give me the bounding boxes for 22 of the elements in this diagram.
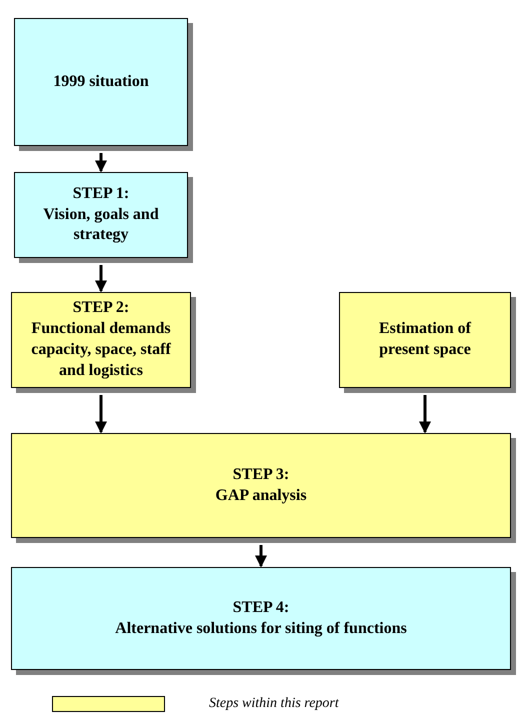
step-box xyxy=(11,433,511,538)
step-text: Estimation of present space xyxy=(378,319,472,360)
step-box xyxy=(11,292,191,388)
step-text: STEP 1: xyxy=(72,184,130,204)
legend-text: Steps within this report xyxy=(209,696,339,712)
arrow xyxy=(95,395,107,434)
step-text: Alternative solutions for siting of functions xyxy=(115,618,407,638)
arrow xyxy=(95,265,107,292)
arrow xyxy=(95,153,107,172)
arrow xyxy=(255,545,267,568)
step-box xyxy=(339,292,511,388)
step-text: 1999 situation xyxy=(53,72,149,92)
step-box xyxy=(11,567,511,670)
step-text: Vision, goals and strategy xyxy=(42,204,160,246)
arrow xyxy=(419,395,431,434)
step-text: GAP analysis xyxy=(215,486,307,506)
step-text: STEP 2: xyxy=(72,298,130,318)
step-box xyxy=(14,18,188,146)
step-box xyxy=(14,172,188,258)
step-text: STEP 3: xyxy=(232,464,290,485)
step-text: STEP 4: xyxy=(232,598,290,618)
step-text: Functional demands capacity, space, staff and logistics xyxy=(30,319,172,381)
